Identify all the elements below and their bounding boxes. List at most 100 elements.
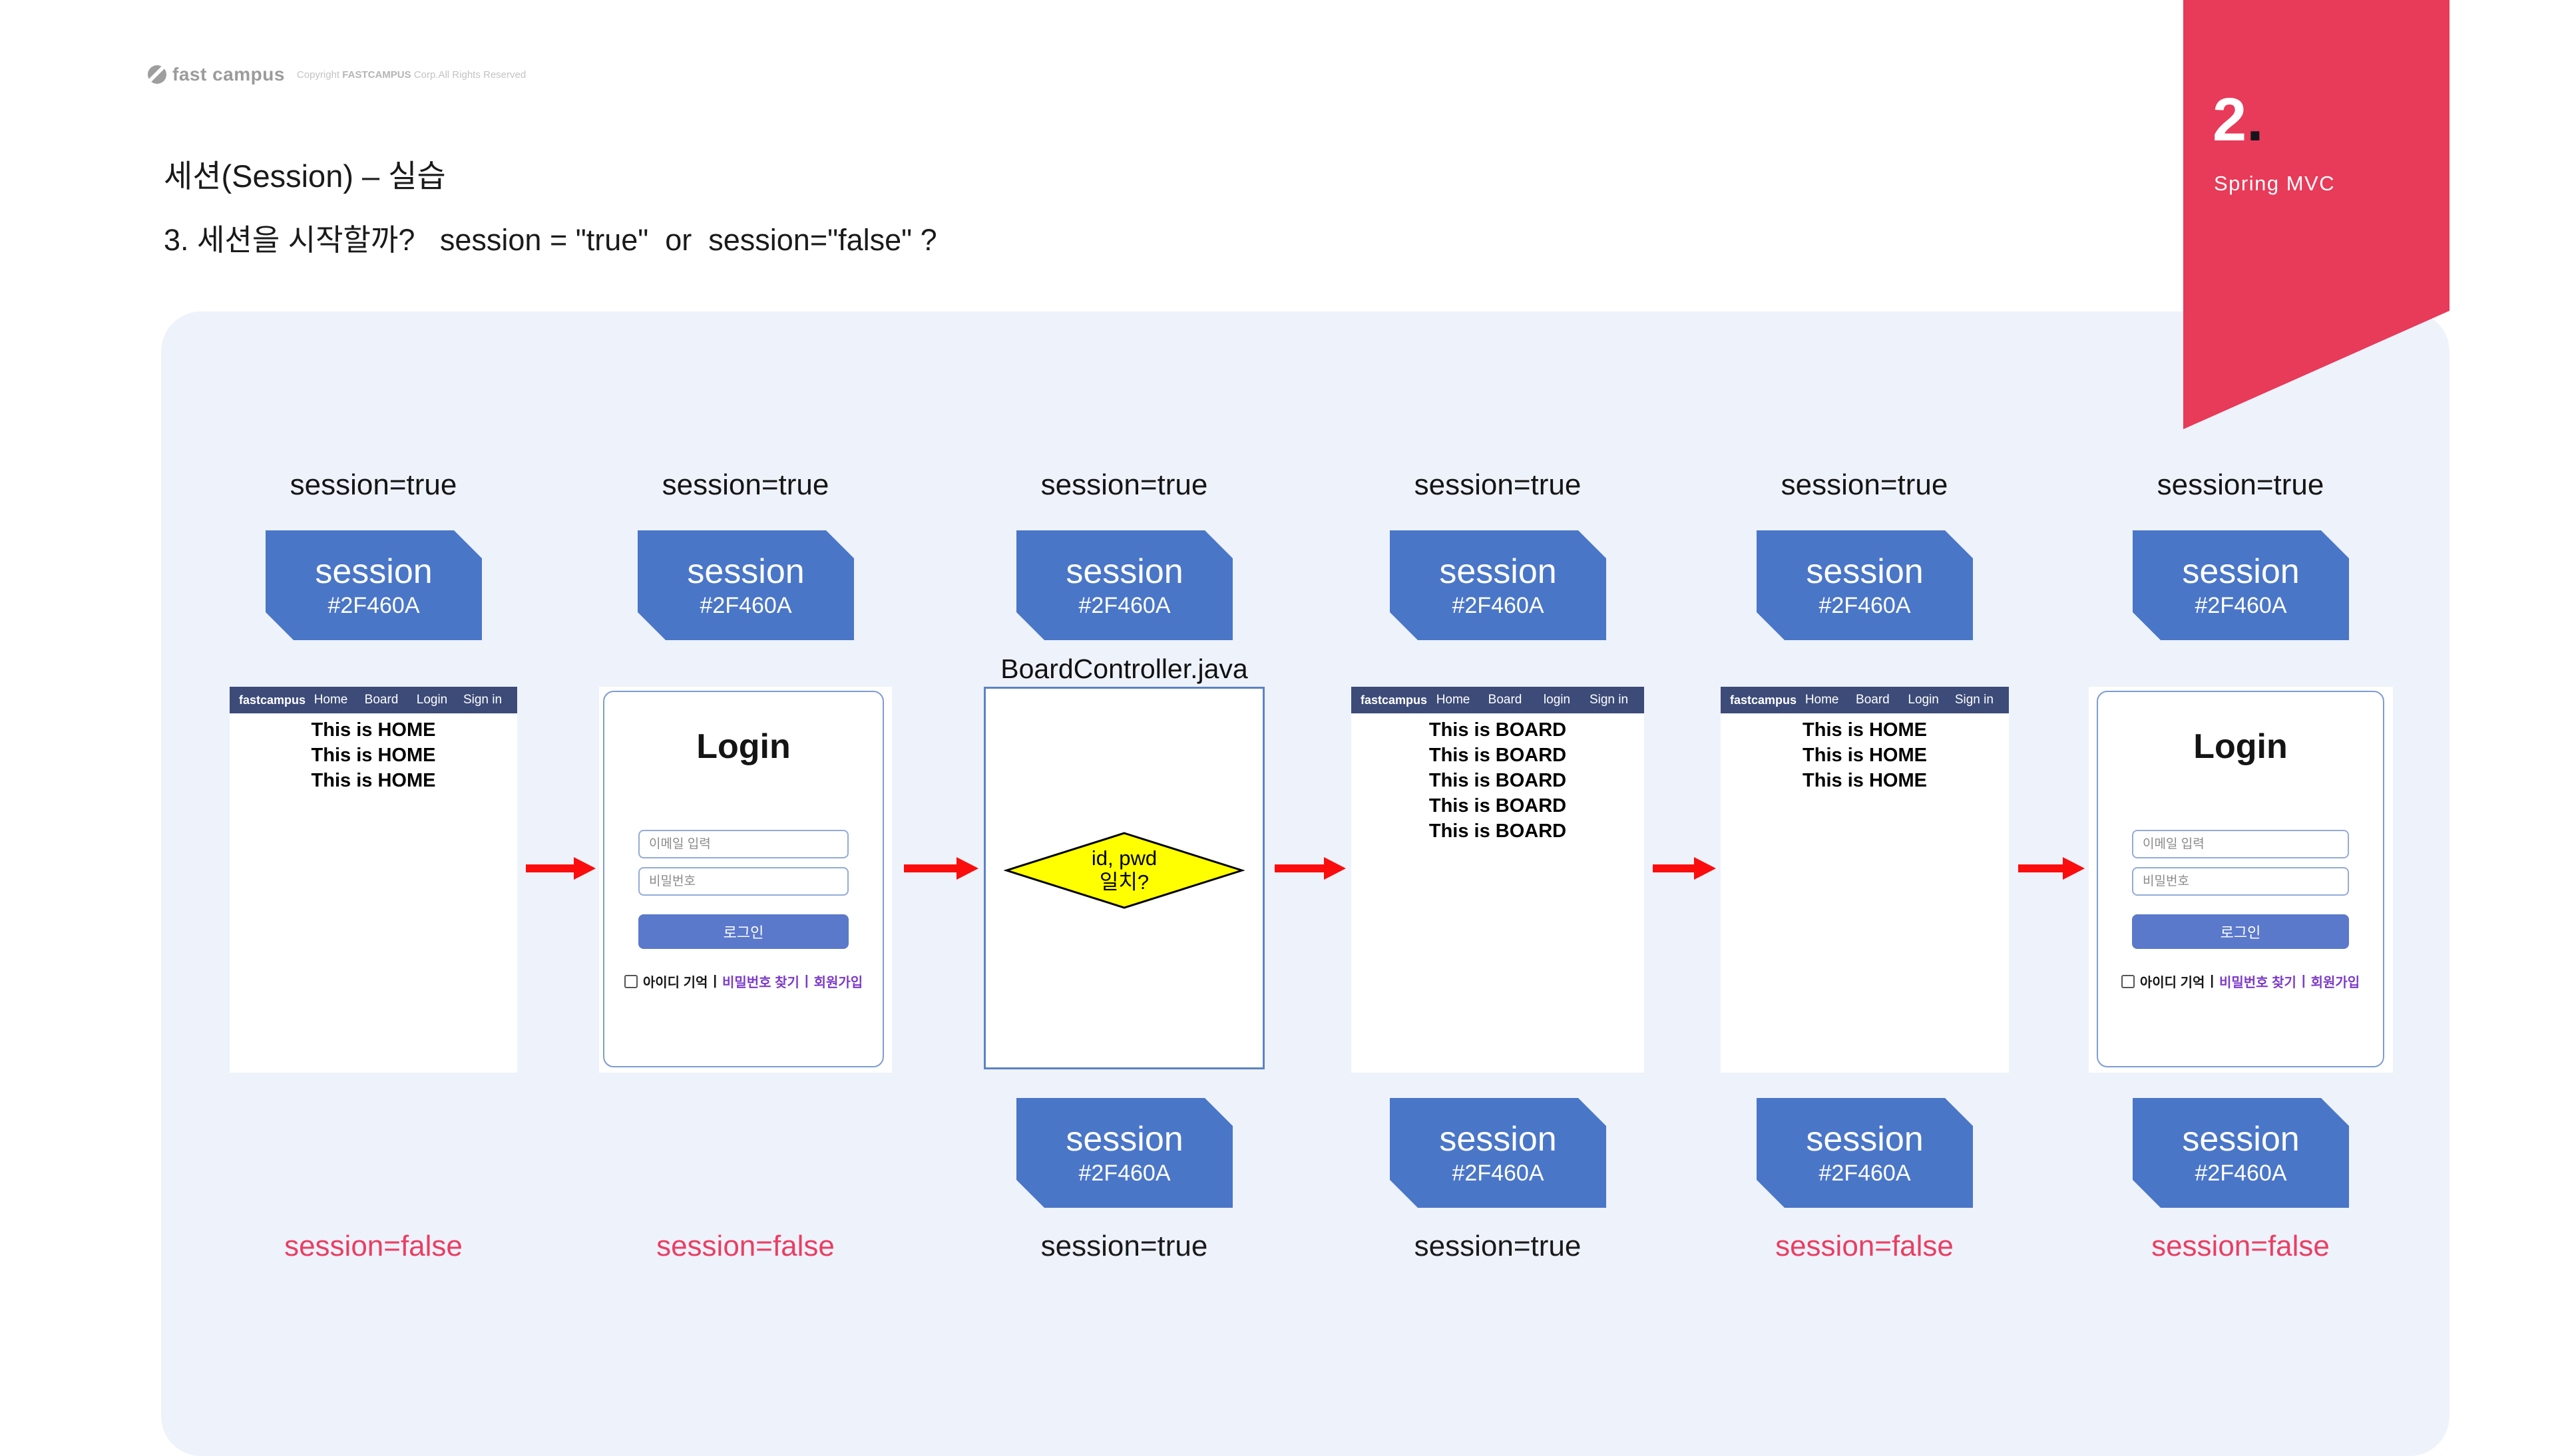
session-box-title: session — [687, 552, 805, 591]
flow-arrow-shaft — [526, 864, 574, 872]
mock-nav-brand[interactable]: fastcampus — [1730, 693, 1797, 707]
mock-nav-signin[interactable]: Sign in — [463, 693, 503, 707]
remember-checkbox[interactable] — [624, 974, 638, 988]
session-state-bottom-3: session=true — [1040, 1230, 1208, 1262]
session-box-title: session — [315, 552, 433, 591]
browser-page-login-1: Login 로그인 아이디 기억 | 비밀번호 찾기 | 회원가입 — [599, 687, 892, 1073]
session-box-id: #2F460A — [1078, 592, 1171, 618]
copyright-brand: FASTCAMPUS — [342, 69, 411, 81]
session-box-id: #2F460A — [1818, 1160, 1911, 1186]
session-state-bottom-2: session=false — [656, 1230, 835, 1262]
fastcampus-logo-text: fast campus — [172, 64, 285, 85]
page-body: This is HOME This is HOME This is HOME — [1721, 713, 2009, 793]
links-separator: | — [713, 974, 717, 988]
flow-arrow-head — [1694, 857, 1716, 880]
session-state-bottom-4: session=true — [1414, 1230, 1582, 1262]
flow-arrow-shaft — [1653, 864, 1694, 872]
flow-arrow-shaft — [904, 864, 957, 872]
flow-arrow-shaft — [1275, 864, 1324, 872]
session-box-bottom-6: session #2F460A — [2133, 1098, 2349, 1208]
remember-label: 아이디 기억 — [2139, 976, 2205, 990]
body-line: This is HOME — [311, 719, 436, 741]
chapter-number-dot: . — [2246, 86, 2264, 154]
email-field[interactable] — [2132, 830, 2349, 858]
session-state-top-1: session=true — [290, 468, 457, 501]
mock-navbar: fastcampus Home Board login Sign in — [1351, 687, 1644, 713]
login-links: 아이디 기억 | 비밀번호 찾기 | 회원가입 — [2098, 972, 2383, 991]
mock-nav-board[interactable]: Board — [1856, 693, 1890, 707]
mock-nav-signin[interactable]: Sign in — [1954, 693, 1994, 707]
body-line: This is BOARD — [1428, 719, 1567, 741]
login-title: Login — [696, 727, 791, 766]
body-line: This is HOME — [311, 745, 436, 766]
login-title: Login — [2193, 727, 2288, 766]
mock-nav-home[interactable]: Home — [314, 693, 348, 707]
links-separator: | — [804, 974, 809, 988]
find-password-link[interactable]: 비밀번호 찾기 — [722, 976, 799, 990]
session-box-title: session — [1066, 1119, 1183, 1159]
find-password-link[interactable]: 비밀번호 찾기 — [2219, 976, 2296, 990]
mock-nav-brand[interactable]: fastcampus — [239, 693, 306, 707]
session-box-id: #2F460A — [327, 592, 420, 618]
diamond-line: 일치? — [1099, 870, 1150, 894]
body-line: This is HOME — [1803, 770, 1927, 791]
mock-nav-signin[interactable]: Sign in — [1589, 693, 1629, 707]
mock-nav-home[interactable]: Home — [1805, 693, 1839, 707]
browser-page-board: fastcampus Home Board login Sign in This… — [1351, 687, 1644, 1073]
signup-link[interactable]: 회원가입 — [2310, 976, 2360, 990]
body-line: This is BOARD — [1428, 795, 1567, 817]
login-button[interactable]: 로그인 — [638, 914, 849, 949]
session-box-title: session — [1066, 552, 1183, 591]
mock-navbar: fastcampus Home Board Login Sign in — [1721, 687, 2009, 713]
session-box-bottom-5: session #2F460A — [1757, 1098, 1973, 1208]
slide-subtitle: 3. 세션을 시작할까? session = "true" or session… — [164, 223, 937, 257]
mock-nav-brand[interactable]: fastcampus — [1361, 693, 1428, 707]
session-box-id: #2F460A — [1078, 1160, 1171, 1186]
login-card: Login 로그인 아이디 기억 | 비밀번호 찾기 | 회원가입 — [603, 691, 884, 1067]
body-line: This is BOARD — [1428, 820, 1567, 842]
session-box-id: #2F460A — [2195, 592, 2287, 618]
copyright-text: Copyright FASTCAMPUS Corp.All Rights Res… — [297, 69, 526, 81]
mock-nav-board[interactable]: Board — [1488, 693, 1522, 707]
mock-nav-login[interactable]: Login — [416, 693, 448, 707]
content-panel — [161, 311, 2450, 1456]
copyright-pre: Copyright — [296, 69, 343, 81]
flow-arrow-head — [1324, 857, 1346, 880]
signup-link[interactable]: 회원가입 — [813, 976, 863, 990]
session-box-top-6: session #2F460A — [2133, 530, 2349, 640]
session-box-top-2: session #2F460A — [638, 530, 854, 640]
remember-checkbox[interactable] — [2121, 974, 2135, 988]
mock-navbar: fastcampus Home Board Login Sign in — [230, 687, 517, 713]
session-state-top-3: session=true — [1040, 468, 1208, 501]
session-box-id: #2F460A — [2195, 1160, 2287, 1186]
flow-arrow-shaft — [2018, 864, 2063, 872]
session-box-top-1: session #2F460A — [266, 530, 482, 640]
login-button[interactable]: 로그인 — [2132, 914, 2349, 949]
flow-arrow-head — [957, 857, 978, 880]
mock-nav-home[interactable]: Home — [1436, 693, 1470, 707]
session-box-title: session — [2182, 552, 2300, 591]
session-box-title: session — [1439, 1119, 1557, 1159]
mock-nav-board[interactable]: Board — [364, 693, 399, 707]
session-state-bottom-5: session=false — [1775, 1230, 1954, 1262]
password-field[interactable] — [2132, 867, 2349, 896]
links-separator: | — [2301, 974, 2306, 988]
links-separator: | — [2210, 974, 2214, 988]
body-line: This is HOME — [311, 770, 436, 791]
flow-arrow-head — [574, 857, 596, 880]
body-line: This is BOARD — [1428, 745, 1567, 766]
body-line: This is HOME — [1803, 745, 1927, 766]
slide-title: 세션(Session) – 실습 — [164, 158, 446, 194]
page-body: This is BOARD This is BOARD This is BOAR… — [1351, 713, 1644, 844]
browser-page-home-1: fastcampus Home Board Login Sign in This… — [230, 687, 517, 1073]
body-line: This is HOME — [1803, 719, 1927, 741]
email-field[interactable] — [638, 830, 849, 858]
mock-nav-login[interactable]: login — [1543, 693, 1571, 707]
mock-nav-login[interactable]: Login — [1908, 693, 1939, 707]
session-box-title: session — [1806, 552, 1924, 591]
decision-diamond-text: id, pwd 일치? — [1004, 832, 1245, 909]
diamond-line: id, pwd — [1091, 846, 1158, 870]
password-field[interactable] — [638, 867, 849, 896]
session-state-top-2: session=true — [662, 468, 829, 501]
